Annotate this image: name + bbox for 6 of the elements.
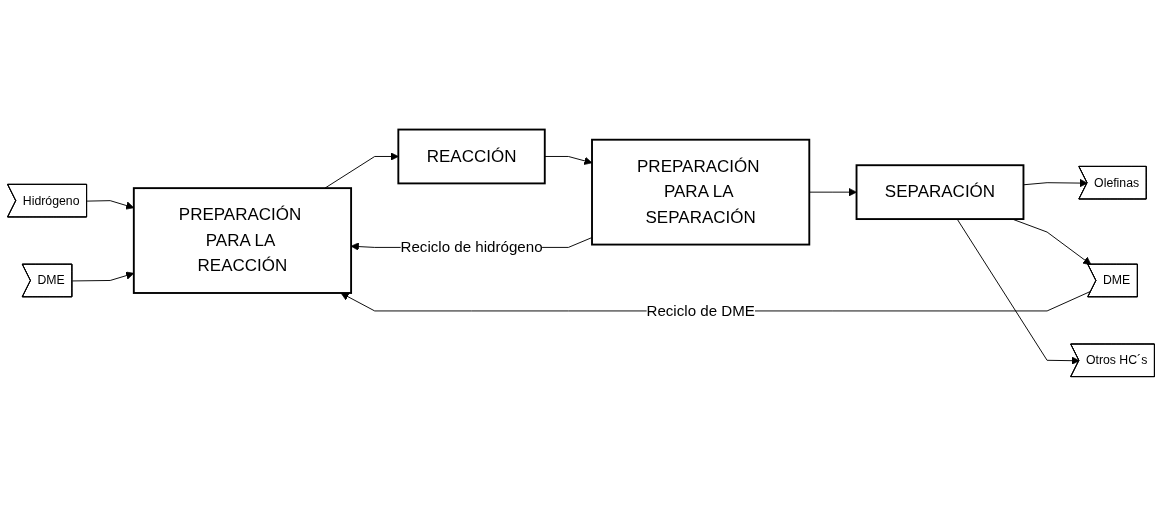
edge-label: Reciclo de hidrógeno (400, 238, 543, 255)
edge-label: Reciclo de DME (646, 302, 755, 319)
node-box: REACCIÓN (397, 128, 546, 185)
node-box: PREPARACIÓN PARA LA REACCIÓN (132, 187, 353, 294)
node-box: SEPARACIÓN (855, 164, 1025, 220)
node-box: PREPARACIÓN PARA LA SEPARACIÓN (591, 138, 811, 246)
